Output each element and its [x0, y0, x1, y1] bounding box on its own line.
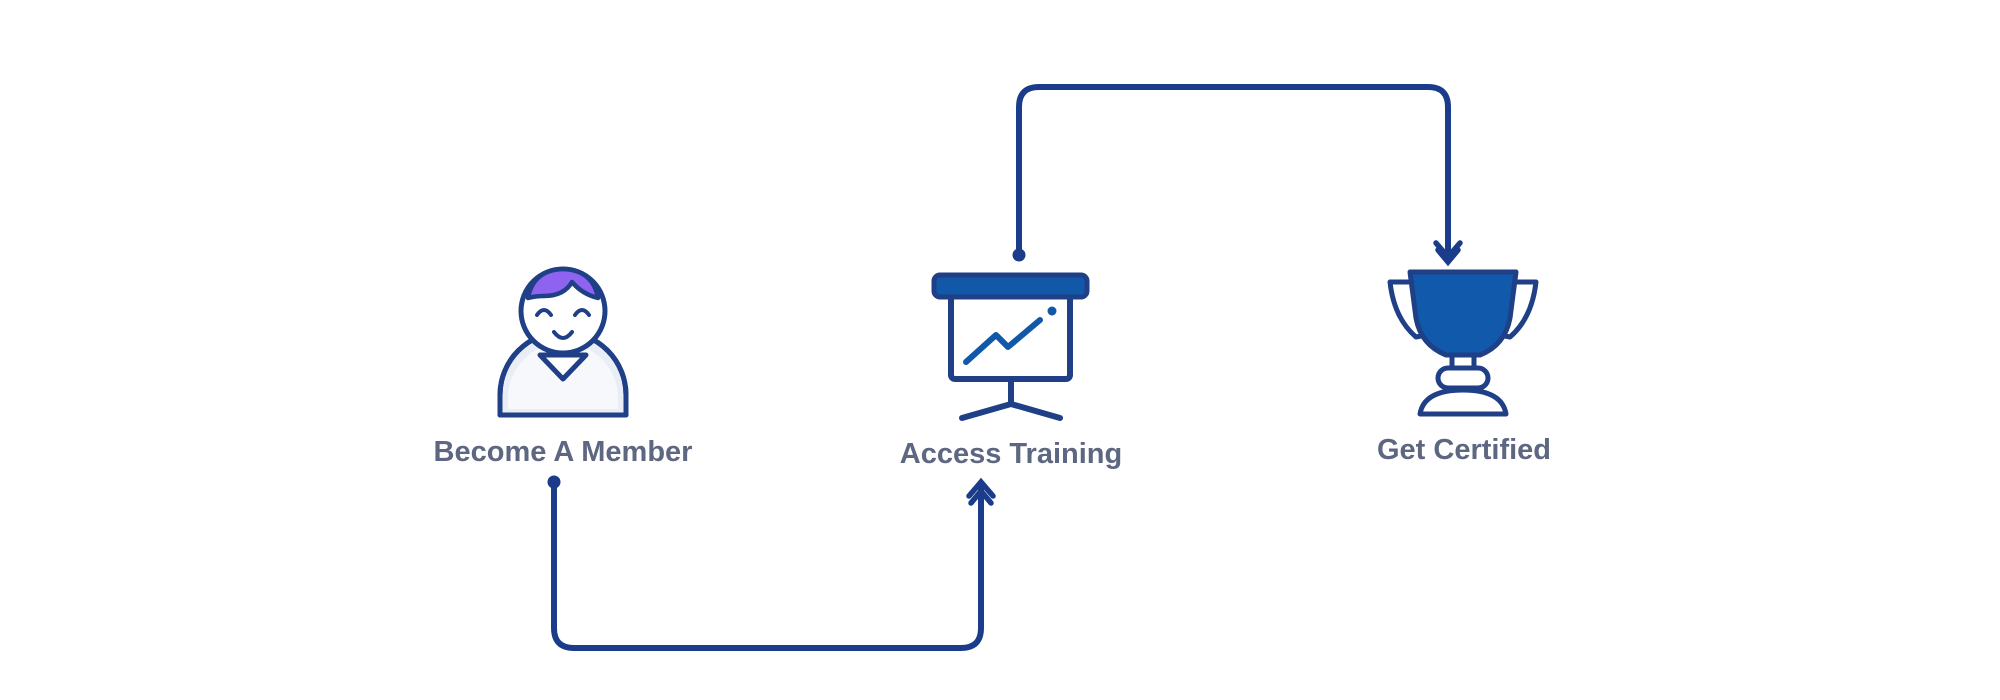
- connector-training-to-certified: [1012, 84, 1463, 267]
- presentation-board-icon: [931, 272, 1090, 421]
- connector-member-to-training: [547, 475, 996, 651]
- arrowhead-down-icon: [1433, 240, 1463, 262]
- trophy-icon: [1387, 269, 1539, 417]
- step-label-become-a-member: Become A Member: [434, 436, 693, 468]
- arrowhead-up-icon: [966, 477, 996, 499]
- person-icon: [497, 266, 629, 418]
- step-label-get-certified: Get Certified: [1377, 434, 1551, 466]
- step-label-access-training: Access Training: [900, 438, 1122, 470]
